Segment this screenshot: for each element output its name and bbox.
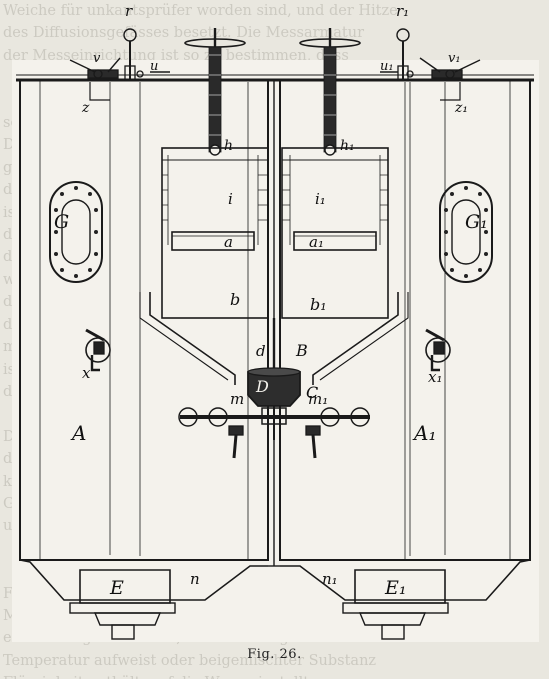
label-b1: b₁	[310, 295, 327, 314]
receiver-E	[69, 569, 176, 640]
funnel-B	[139, 292, 409, 385]
label-r1: r₁	[396, 2, 409, 20]
valve-assembly-m	[178, 406, 370, 459]
inner-cylinder-left	[161, 147, 269, 319]
label-b: b	[230, 290, 240, 309]
label-C: C	[306, 383, 318, 402]
label-h: h	[224, 138, 233, 154]
label-a1: a₁	[309, 233, 324, 251]
manhole-G1	[439, 181, 493, 283]
label-x1: x₁	[428, 368, 442, 386]
label-E: E	[109, 577, 124, 599]
label-d: d	[256, 342, 266, 360]
label-v: v	[93, 51, 101, 66]
label-u: u	[150, 59, 158, 74]
label-z: z	[81, 100, 90, 116]
manhole-G	[49, 181, 103, 283]
label-D: D	[255, 377, 269, 396]
figure-caption: Fig. 26.	[247, 647, 302, 662]
label-z1: z₁	[454, 100, 468, 116]
label-G: G	[54, 211, 69, 233]
receiver-E1	[342, 569, 449, 640]
rod-r	[123, 28, 137, 81]
label-G1: G₁	[465, 211, 488, 233]
label-x: x	[82, 364, 91, 382]
label-m1: m₁	[308, 390, 328, 408]
label-B: B	[295, 341, 308, 360]
label-u1: u₁	[380, 59, 394, 74]
tap-x1	[425, 328, 451, 372]
label-a: a	[224, 233, 233, 251]
tap-x	[85, 328, 111, 372]
label-i1: i₁	[315, 190, 326, 208]
handwheel-h	[184, 28, 246, 156]
label-A: A	[70, 421, 86, 445]
handwheel-h1	[299, 28, 361, 156]
label-n1: n₁	[322, 570, 338, 588]
valve-v1	[380, 57, 481, 79]
label-E1: E₁	[384, 577, 407, 599]
label-m: m	[230, 390, 244, 408]
label-A1: A₁	[412, 421, 436, 445]
inner-cylinder-right	[281, 147, 389, 319]
label-v1: v₁	[448, 51, 461, 66]
diagram-labels: r r₁ v v₁ u u₁ z z₁ h h₁ i i₁ a a₁ b b₁ …	[54, 2, 488, 599]
label-h1: h₁	[340, 138, 355, 154]
label-i: i	[228, 190, 233, 208]
label-n: n	[190, 570, 200, 588]
rod-r1	[396, 28, 410, 81]
vessel-D	[247, 367, 301, 407]
label-r: r	[125, 2, 133, 20]
valve-v	[69, 57, 170, 79]
